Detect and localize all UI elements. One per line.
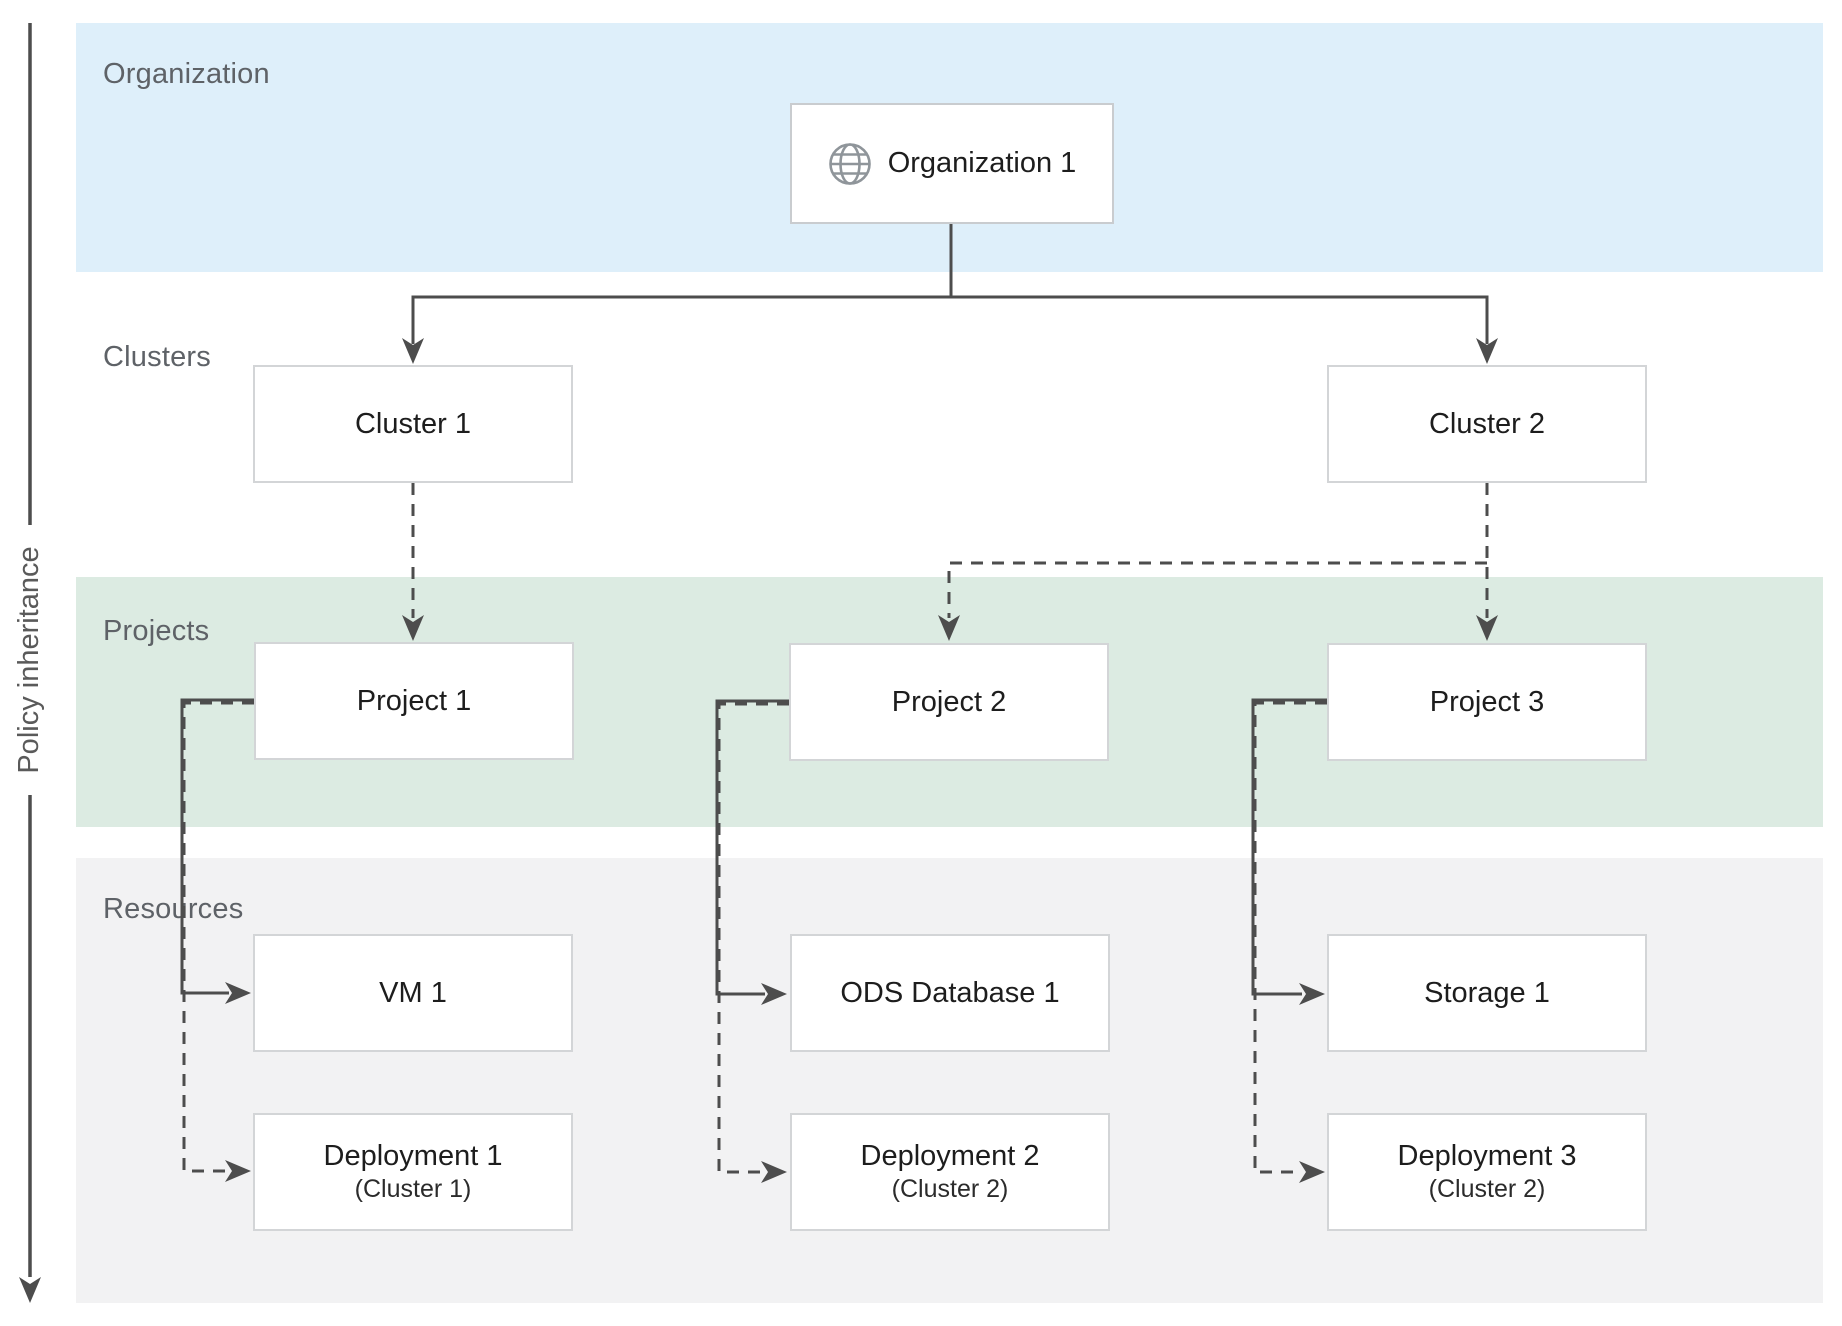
node-label: Cluster 2 (1428, 407, 1546, 440)
edge-project3-to-deployment3 (1253, 701, 1327, 1174)
node-label: Project 3 (1429, 685, 1545, 718)
arrowhead-project1 (402, 615, 424, 641)
node-cluster-1: Cluster 1 (253, 365, 573, 483)
node-label: Deployment 2 (860, 1140, 1040, 1173)
edge-project3-to-storage1 (1251, 698, 1327, 996)
node-label: Storage 1 (1424, 976, 1550, 1009)
node-label: Project 1 (356, 684, 472, 717)
arrowhead-policy-inheritance (19, 1277, 41, 1303)
arrowhead-ods1 (761, 983, 787, 1005)
arrowhead-deployment2 (761, 1161, 787, 1183)
edge-cluster2-to-project2 (947, 561, 1487, 618)
node-sublabel: (Cluster 2) (891, 1175, 1009, 1204)
arrowhead-deployment1 (225, 1160, 251, 1182)
node-label: Deployment 1 (323, 1140, 503, 1173)
band-label-clusters: Clusters (103, 341, 211, 373)
node-project-2: Project 2 (789, 643, 1109, 761)
edge-project1-to-deployment1 (182, 701, 254, 1173)
policy-inheritance-axis-label: Policy inheritance (13, 546, 45, 774)
arrowhead-storage1 (1299, 983, 1325, 1005)
node-ods-database-1: ODS Database 1 (790, 934, 1110, 1052)
node-project-3: Project 3 (1327, 643, 1647, 761)
node-cluster-2: Cluster 2 (1327, 365, 1647, 483)
node-vm-1: VM 1 (253, 934, 573, 1052)
arrowhead-deployment3 (1299, 1161, 1325, 1183)
node-organization-1: Organization 1 (790, 103, 1114, 224)
node-label: Deployment 3 (1397, 1140, 1577, 1173)
node-label: VM 1 (379, 976, 447, 1009)
band-label-resources: Resources (103, 893, 244, 925)
node-project-1: Project 1 (254, 642, 574, 760)
node-sublabel: (Cluster 1) (354, 1175, 472, 1204)
arrowhead-cluster1 (402, 338, 424, 364)
node-deployment-3: Deployment 3 (Cluster 2) (1327, 1113, 1647, 1231)
edge-org-to-clusters (411, 295, 1489, 344)
globe-icon (828, 142, 871, 185)
node-storage-1: Storage 1 (1327, 934, 1647, 1052)
node-label: ODS Database 1 (840, 976, 1060, 1009)
edge-project1-to-vm1 (180, 698, 254, 995)
node-deployment-1: Deployment 1 (Cluster 1) (253, 1113, 573, 1231)
edge-project2-to-ods1 (715, 699, 789, 996)
arrowhead-project2 (938, 615, 960, 641)
arrowhead-cluster2 (1476, 338, 1498, 364)
arrowhead-vm1 (225, 982, 251, 1004)
node-label: Cluster 1 (354, 407, 472, 440)
node-deployment-2: Deployment 2 (Cluster 2) (790, 1113, 1110, 1231)
node-sublabel: (Cluster 2) (1428, 1175, 1546, 1204)
band-label-projects: Projects (103, 615, 210, 647)
band-label-organization: Organization (103, 58, 270, 90)
edge-project2-to-deployment2 (717, 702, 789, 1174)
arrowhead-project3 (1476, 615, 1498, 641)
node-label: Project 2 (891, 685, 1007, 718)
node-label: Organization 1 (887, 147, 1077, 179)
